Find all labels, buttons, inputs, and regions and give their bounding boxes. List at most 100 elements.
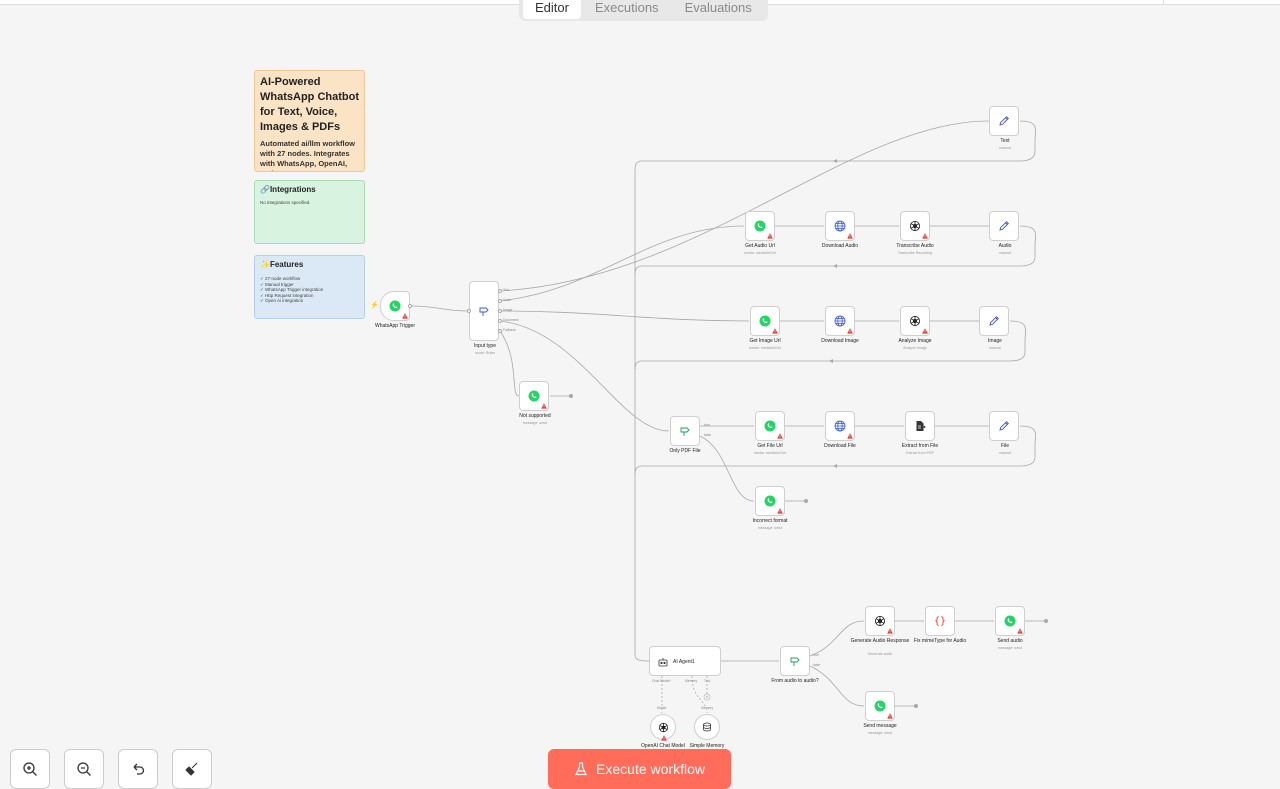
output-handle[interactable] — [498, 329, 502, 333]
output-label: Image — [503, 308, 513, 312]
sub-input-label: Chat Model* — [652, 679, 671, 683]
warning-icon — [887, 713, 893, 719]
node-get-file-url[interactable] — [755, 411, 785, 441]
tab-evaluations[interactable]: Evaluations — [684, 0, 752, 15]
whatsapp-icon — [764, 495, 776, 507]
top-bar-divider — [1163, 0, 1164, 4]
node-label: Input type — [474, 343, 496, 349]
node-fix-mimetype[interactable]: {} — [925, 606, 955, 636]
node-download-image[interactable] — [825, 306, 855, 336]
node-subtitle: media: mediaUrlGet — [749, 346, 781, 350]
node-not-supported[interactable] — [519, 381, 549, 411]
tidy-up-button[interactable] — [172, 749, 212, 789]
node-download-audio[interactable] — [825, 211, 855, 241]
arrow-marker — [833, 464, 837, 468]
node-transcribe-audio[interactable] — [900, 211, 930, 241]
node-audio[interactable] — [989, 211, 1019, 241]
note-integrations-body: No integrations specified. — [260, 200, 311, 205]
globe-icon — [834, 220, 846, 232]
zoom-out-button[interactable] — [64, 749, 104, 789]
node-send-audio[interactable] — [995, 606, 1025, 636]
tab-editor[interactable]: Editor — [523, 0, 581, 19]
node-subtitle: manual — [989, 346, 1001, 350]
node-label: Simple Memory — [689, 743, 725, 749]
connection — [634, 120, 1036, 662]
node-label: AI Agent1 — [673, 659, 695, 665]
note-overview[interactable]: AI-Powered WhatsApp Chatbot for Text, Vo… — [254, 70, 365, 172]
connection — [634, 320, 1026, 371]
tab-executions[interactable]: Executions — [594, 0, 659, 15]
note-integrations[interactable]: 🔗Integrations No integrations specified. — [254, 180, 365, 244]
warning-icon — [777, 508, 783, 514]
output-handle[interactable] — [498, 289, 502, 293]
reset-zoom-button[interactable] — [118, 749, 158, 789]
warning-icon — [887, 628, 893, 634]
input-handle[interactable] — [467, 309, 471, 313]
node-whatsapp-trigger[interactable] — [380, 291, 410, 321]
robot-icon — [658, 658, 668, 667]
warning-icon — [847, 328, 853, 334]
output-label: Fallback — [503, 328, 516, 332]
warning-icon — [402, 313, 408, 319]
node-label: Image — [988, 338, 1002, 344]
output-handle[interactable] — [498, 299, 502, 303]
connection — [499, 120, 990, 292]
openai-icon — [910, 316, 920, 326]
zoom-in-button[interactable] — [10, 749, 50, 789]
execute-workflow-button[interactable]: Execute workflow — [548, 749, 731, 789]
openai-icon — [875, 616, 885, 626]
node-openai-chat-model[interactable] — [650, 714, 676, 741]
node-generate-audio[interactable] — [865, 606, 895, 636]
warning-icon — [847, 433, 853, 439]
node-label: Send message — [863, 723, 897, 729]
node-text[interactable] — [989, 106, 1019, 136]
node-incorrect-format[interactable] — [755, 486, 785, 516]
globe-icon — [834, 315, 846, 327]
output-label: Text — [503, 288, 510, 292]
globe-icon — [834, 420, 846, 432]
node-simple-memory[interactable] — [694, 714, 720, 740]
connection-end — [804, 499, 808, 503]
node-analyze-image[interactable] — [900, 306, 930, 336]
note-features-list: ✓ 27-node workflow ✓ Manual trigger ✓ Wh… — [260, 276, 324, 303]
whatsapp-icon — [754, 220, 766, 232]
node-label: Transcribe Audio — [896, 243, 934, 249]
note-integrations-title: 🔗Integrations — [260, 185, 316, 194]
node-label: Send audio — [997, 638, 1023, 644]
node-subtitle: manual — [999, 451, 1011, 455]
warning-icon — [661, 735, 667, 741]
whatsapp-icon — [764, 420, 776, 432]
node-file[interactable] — [989, 411, 1019, 441]
node-only-pdf[interactable] — [670, 416, 700, 446]
pencil-icon — [999, 221, 1009, 231]
node-extract-from-file[interactable] — [905, 411, 935, 441]
output-label: true — [813, 653, 819, 657]
output-handle[interactable] — [498, 309, 502, 313]
output-label: false — [704, 433, 712, 437]
if-icon — [680, 427, 690, 436]
connection — [409, 305, 470, 312]
node-get-image-url[interactable] — [750, 306, 780, 336]
view-tabs: Editor Executions Evaluations — [519, 0, 768, 21]
connection — [499, 330, 520, 397]
output-handle[interactable] — [408, 304, 412, 308]
node-subtitle: Extract from PDF — [906, 451, 934, 455]
openai-icon — [658, 722, 668, 732]
node-image[interactable] — [979, 306, 1009, 336]
node-label: Text — [1000, 138, 1010, 144]
undo-icon — [133, 763, 145, 775]
node-download-file[interactable] — [825, 411, 855, 441]
execute-workflow-label: Execute workflow — [596, 761, 705, 777]
node-subtitle: Generate audio — [867, 652, 893, 656]
node-ai-agent[interactable]: AI Agent1 — [649, 646, 721, 676]
note-overview-title: AI-Powered WhatsApp Chatbot for Text, Vo… — [260, 76, 359, 133]
node-from-audio[interactable] — [780, 646, 810, 676]
node-input-type[interactable] — [469, 281, 499, 341]
node-subtitle: message: send — [997, 646, 1023, 650]
output-handle[interactable] — [498, 319, 502, 323]
node-get-audio-url[interactable] — [745, 211, 775, 241]
note-features[interactable]: ✨Features ✓ 27-node workflow ✓ Manual tr… — [254, 255, 365, 319]
node-send-message[interactable] — [865, 691, 895, 721]
whatsapp-icon — [874, 700, 886, 712]
